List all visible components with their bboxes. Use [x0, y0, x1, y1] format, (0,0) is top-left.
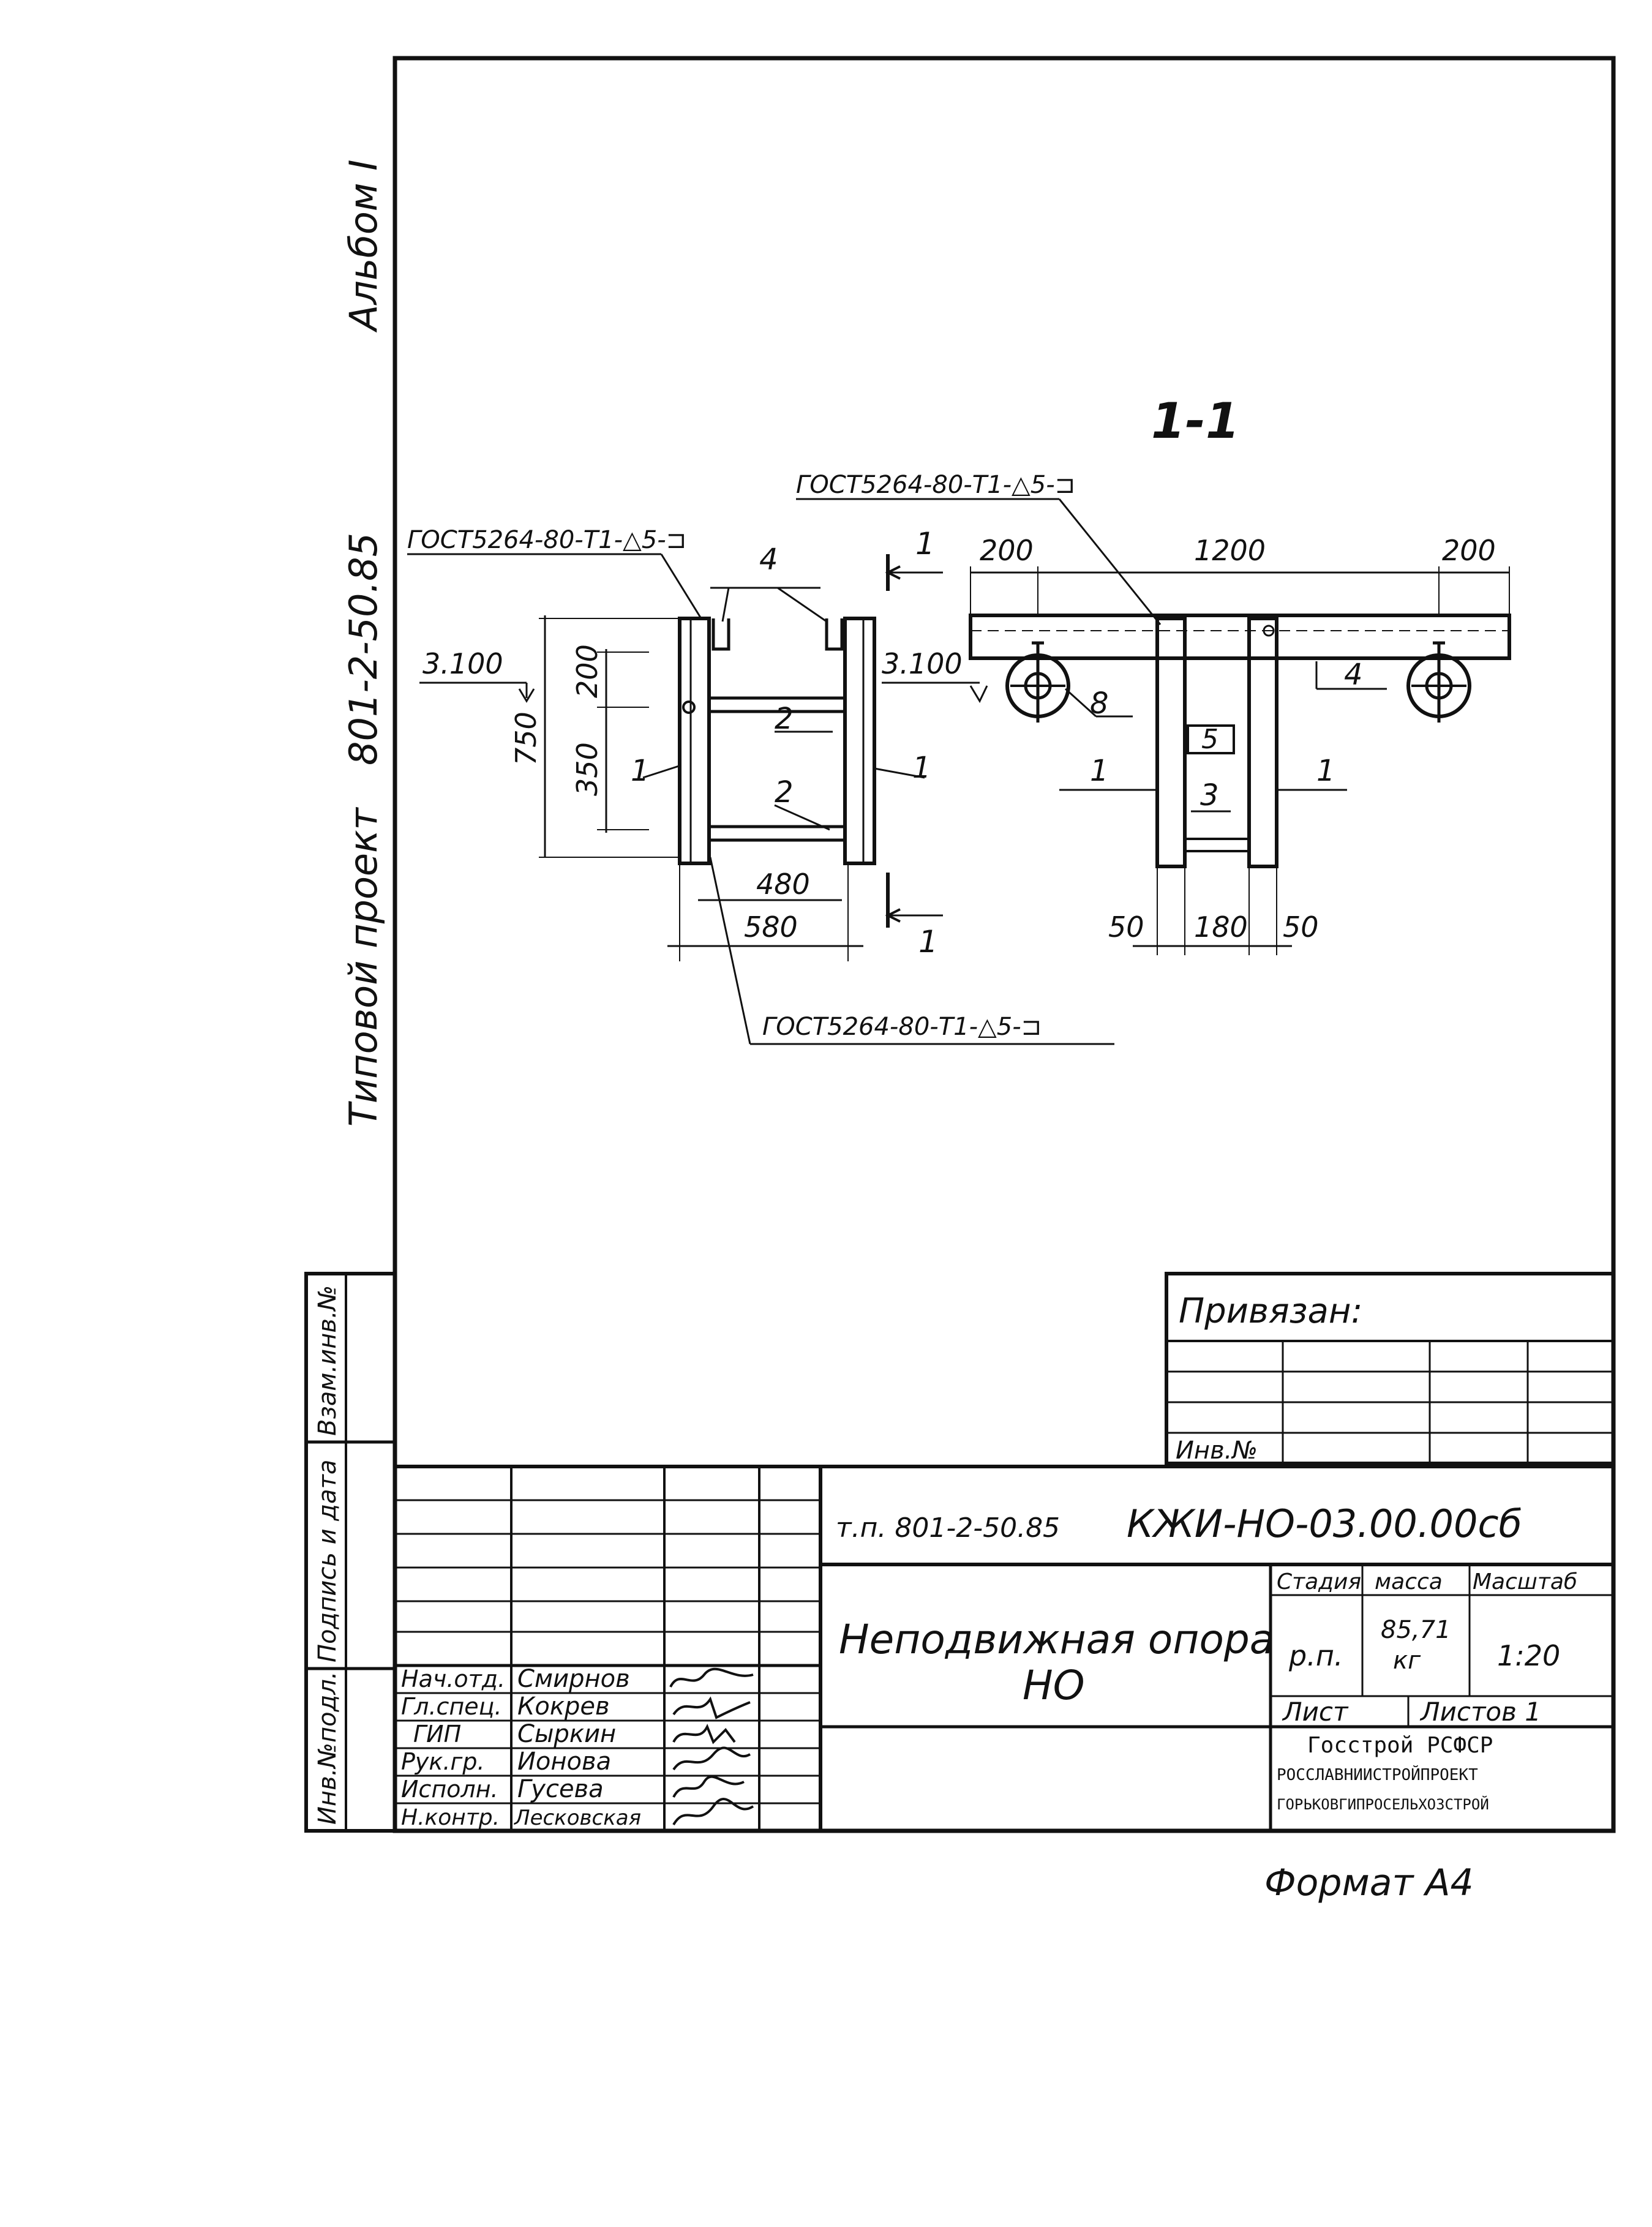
- roller-right: [1406, 641, 1471, 723]
- left-upright-left: [678, 617, 711, 865]
- right-dim-span: 1200: [1194, 534, 1266, 567]
- name-5: Лесковская: [513, 1806, 641, 1830]
- role-2: ГИП: [413, 1721, 461, 1748]
- mass-value: 85,71: [1381, 1616, 1451, 1644]
- role-0: Нач.отд.: [401, 1666, 505, 1692]
- org-line3: ГОРЬКОВГИПРОСЕЛЬХОЗСТРОЙ: [1277, 1795, 1489, 1813]
- right-weld: ГОСТ5264-80-Т1-△5-⊐: [796, 471, 1075, 499]
- side-album-label: Альбом I: [341, 159, 386, 333]
- scale-value: 1:20: [1497, 1639, 1560, 1672]
- right-dim-b2: 180: [1194, 911, 1248, 944]
- right-part-beam: 4: [1344, 658, 1363, 692]
- left-dim-mid: 350: [571, 742, 604, 796]
- left-bar-lower: [707, 825, 847, 842]
- left-weld-top: ГОСТ5264-80-Т1-△5-⊐: [407, 526, 686, 554]
- left-part-bar-upper: 2: [775, 702, 794, 736]
- col-scale: Масштаб: [1473, 1569, 1577, 1594]
- title-line1: Неподвижная опора: [839, 1616, 1274, 1663]
- privyazan-inv-label: Инв.№: [1176, 1436, 1258, 1465]
- sheet-label: Лист: [1282, 1697, 1349, 1727]
- section-label: 1-1: [1151, 392, 1240, 449]
- name-1: Кокрев: [517, 1692, 610, 1721]
- right-elevation: 3.100: [882, 647, 963, 680]
- side-project-code: 801-2-50.85: [341, 533, 386, 765]
- right-plate: [1187, 724, 1235, 754]
- title-line2: НО: [1023, 1662, 1085, 1709]
- right-part-plate: 5: [1201, 724, 1218, 755]
- left-view: 1 1 4 2 2 ГОСТ5264-80-Т1-△5-⊐ ГОСТ5264-8…: [407, 526, 1114, 1045]
- name-4: Гусева: [517, 1775, 604, 1803]
- name-2: Сыркин: [517, 1720, 616, 1748]
- side-project-label: Типовой проект: [341, 806, 386, 1127]
- left-dim-inner-width: 480: [756, 868, 810, 901]
- left-part-upright-left: 1: [631, 754, 650, 788]
- title-block: т.п. 801-2-50.85 КЖИ-НО-03.00.00сб Стади…: [393, 1465, 1615, 1833]
- privyazan-block: Привязан: Инв.№: [1165, 1272, 1615, 1465]
- stamp-label-inventory: Инв.№подл.: [314, 1671, 342, 1825]
- format-label: Формат А4: [1264, 1861, 1474, 1904]
- org-line2: РОССЛАВНИИСТРОЙПРОЕКТ: [1277, 1765, 1478, 1784]
- right-dim-left: 200: [980, 534, 1034, 567]
- right-view: 8 4 1 1 5 3 ГОСТ5264-80-Т1-△5-⊐ 3.100 20…: [796, 471, 1511, 955]
- right-part-upright-left: 1: [1090, 754, 1109, 788]
- right-beam: [969, 614, 1511, 660]
- privyazan-title: Привязан:: [1179, 1291, 1362, 1331]
- roller-left: [1005, 641, 1070, 723]
- col-mass: масса: [1375, 1569, 1443, 1594]
- left-weld-bottom: ГОСТ5264-80-Т1-△5-⊐: [762, 1013, 1042, 1041]
- right-part-roller: 8: [1090, 686, 1109, 721]
- stamp-label-signature: Подпись и дата: [314, 1460, 342, 1662]
- name-3: Ионова: [517, 1748, 611, 1776]
- section-marks: 1 1: [885, 526, 943, 960]
- role-5: Н.контр.: [401, 1805, 500, 1830]
- section-mark-bottom: 1: [918, 924, 938, 960]
- right-dim-b1: 50: [1108, 911, 1144, 944]
- role-3: Рук.гр.: [401, 1748, 485, 1775]
- stamp-label-replace: Взам.инв.№: [314, 1285, 342, 1436]
- right-part-bar: 3: [1200, 778, 1219, 813]
- org-line1: Госстрой РСФСР: [1307, 1733, 1493, 1758]
- left-elevation: 3.100: [422, 647, 503, 680]
- left-dim-outer-width: 580: [744, 911, 798, 944]
- signatures: [669, 1667, 754, 1826]
- right-bar: [1184, 838, 1250, 852]
- section-mark-top: 1: [915, 526, 935, 561]
- right-upright-right: [1247, 617, 1278, 868]
- left-stamp: Взам.инв.№ Подпись и дата Инв.№подл.: [304, 1272, 397, 1833]
- col-stage: Стадия: [1277, 1569, 1361, 1594]
- right-dim-b3: 50: [1283, 911, 1319, 944]
- doc-code-prefix: т.п. 801-2-50.85: [836, 1512, 1060, 1544]
- left-bar-upper: [707, 696, 847, 713]
- right-upright-left: [1155, 617, 1187, 868]
- role-1: Гл.спец.: [401, 1693, 502, 1720]
- right-part-upright-right: 1: [1316, 754, 1335, 788]
- stage-value: р.п.: [1288, 1639, 1343, 1672]
- left-dim-top: 200: [571, 644, 604, 698]
- left-dim-total-height: 750: [509, 712, 543, 765]
- role-4: Исполн.: [401, 1776, 498, 1803]
- left-upright-right: [843, 617, 876, 865]
- left-part-bar-lower: 2: [775, 775, 794, 809]
- right-dim-right: 200: [1442, 534, 1496, 567]
- doc-code: КЖИ-НО-03.00.00сб: [1127, 1501, 1522, 1546]
- left-part-upright-right: 1: [912, 751, 931, 785]
- mass-unit: кг: [1393, 1647, 1421, 1675]
- name-0: Смирнов: [517, 1665, 630, 1693]
- left-part-top: 4: [759, 543, 778, 577]
- sheets-label: Листов 1: [1419, 1697, 1541, 1727]
